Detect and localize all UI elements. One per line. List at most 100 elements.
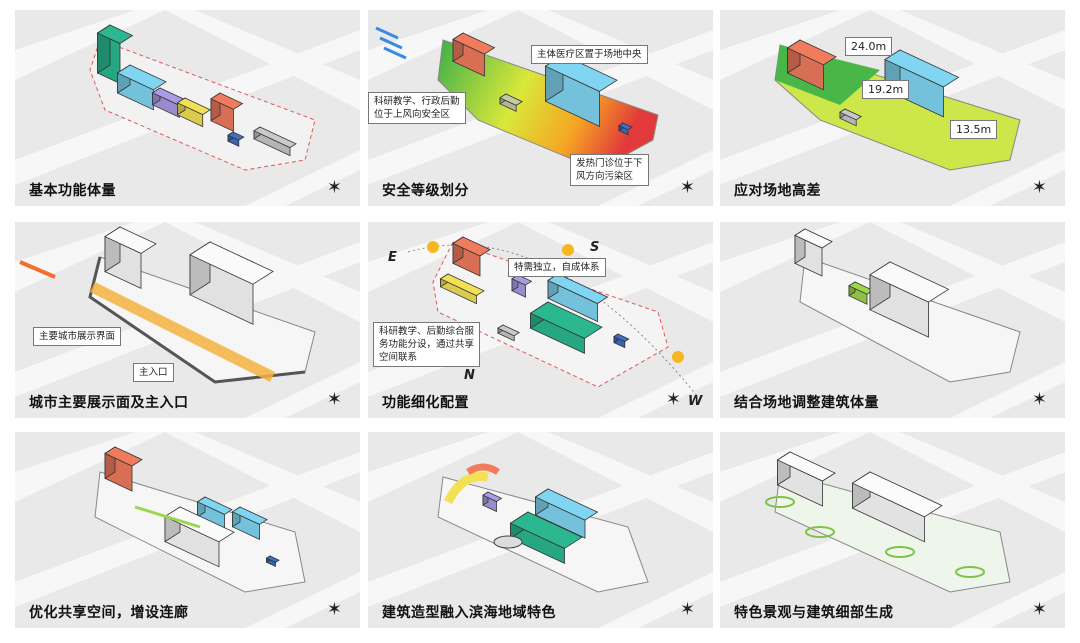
wind-arrow-icon [375, 26, 399, 40]
panel-landscape-detail: ✶ 特色景观与建筑细部生成 [720, 432, 1065, 628]
landscape-ring [765, 496, 795, 508]
medical-block-top [884, 49, 960, 88]
callout-main-entrance: 主入口 [133, 363, 174, 382]
research-block-top [786, 39, 837, 66]
road [245, 362, 360, 418]
north-arrow-icon: ✶ [326, 389, 342, 410]
north-arrow-icon: ✶ [326, 599, 342, 620]
panel-function-config: 特需独立，自成体系 科研教学、后勤综合服 务功能分设，通过共享 空间联系 E S… [368, 222, 713, 418]
inpatient-b-top [231, 506, 268, 525]
road [598, 572, 713, 628]
callout-downwind-fever: 发热门诊位于下 风方向污染区 [570, 154, 649, 186]
direction-north: N [464, 368, 475, 383]
road [245, 150, 360, 206]
road [598, 150, 713, 206]
sun-icon [562, 244, 574, 256]
road [368, 222, 518, 292]
site-boundary [774, 471, 1011, 593]
curved-block-top [466, 463, 500, 476]
clinic-block-top [96, 24, 134, 44]
road [950, 362, 1065, 418]
north-arrow-icon: ✶ [679, 599, 695, 620]
diagram-main-entrance [15, 222, 360, 418]
north-arrow-icon: ✶ [1031, 177, 1047, 198]
diagram-site-elevation [720, 10, 1065, 206]
road [870, 432, 1065, 532]
diagram-landscape-detail [720, 432, 1065, 628]
panel-main-entrance: 主要城市展示界面 主入口 ✶ 城市主要展示面及主入口 [15, 222, 360, 418]
road [950, 150, 1065, 206]
callout-city-frontage: 主要城市展示界面 [33, 327, 122, 346]
support-block-top [497, 324, 521, 337]
diagram-function-config [368, 222, 713, 418]
north-arrow-icon: ✶ [665, 389, 681, 410]
inpatient-block-top [534, 488, 599, 521]
block-a-top [794, 228, 833, 249]
research-block-top [452, 32, 496, 55]
road [15, 10, 165, 80]
diagram-coastal-form [368, 432, 713, 628]
admin-block-top [210, 92, 244, 110]
north-arrow-icon: ✶ [1031, 389, 1047, 410]
inpatient-block-top [547, 273, 609, 304]
research-block-top [104, 446, 143, 467]
frontage-arrow [90, 282, 275, 382]
fever-block-top [613, 333, 630, 343]
curved-block [443, 471, 489, 505]
landscape-ring [805, 526, 835, 538]
wind-arrow-icon [379, 36, 403, 50]
block-a-top [104, 226, 157, 254]
road [245, 572, 360, 628]
road [165, 432, 360, 532]
direction-west: W [688, 394, 703, 409]
diagram-basic-volumes [15, 10, 360, 206]
panel-title: 特色景观与建筑细部生成 [734, 605, 894, 621]
diagram-volume-adjust [720, 222, 1065, 418]
diagram-shared-space [15, 432, 360, 628]
elevation-label: 19.2m [862, 80, 910, 99]
wind-arrow-icon [383, 46, 407, 60]
panel-title: 城市主要展示面及主入口 [29, 395, 189, 411]
clinic-block-top [164, 506, 235, 543]
clinic-block-top [529, 301, 603, 339]
elevation-label: 13.5m [950, 120, 998, 139]
support-block [493, 535, 523, 549]
support-block-top [839, 108, 863, 121]
road [518, 432, 713, 532]
panel-coastal-form: ✶ 建筑造型融入滨海地域特色 [368, 432, 713, 628]
green-block-top [848, 281, 874, 295]
inpatient-a-top [196, 496, 233, 515]
north-arrow-icon: ✶ [1031, 599, 1047, 620]
block-b-top [189, 241, 274, 285]
logistics-block-top [439, 273, 485, 297]
corridor [134, 505, 201, 529]
fever-block-top [265, 555, 280, 563]
road [598, 362, 713, 418]
block-b-top [869, 261, 950, 303]
fever-block-top [618, 122, 633, 131]
panel-title: 优化共享空间，增设连廊 [29, 605, 189, 621]
approach-arrow-icon [19, 260, 56, 279]
panel-title: 应对场地高差 [734, 183, 821, 199]
direction-south: S [590, 240, 600, 255]
elevation-label: 24.0m [845, 37, 893, 56]
road [368, 432, 518, 502]
direction-east: E [388, 250, 397, 265]
panel-basic-volumes: ✶ 基本功能体量 [15, 10, 360, 206]
panel-title: 建筑造型融入滨海地域特色 [382, 605, 556, 621]
callout-upwind-safe: 科研教学、行政后勤 位于上风向安全区 [368, 92, 466, 124]
road [950, 572, 1065, 628]
building-a-top [776, 451, 836, 482]
research-block-top [452, 236, 491, 257]
panel-volume-adjust: ✶ 结合场地调整建筑体量 [720, 222, 1065, 418]
panel-site-elevation: 24.0m 19.2m 13.5m ✶ 应对场地高差 [720, 10, 1065, 206]
callout-medical-center: 主体医疗区置于场地中央 [531, 45, 648, 64]
panel-title: 基本功能体量 [29, 183, 116, 199]
vip-block-top [511, 274, 533, 286]
sun-icon [427, 241, 439, 253]
landscape-ring [885, 546, 915, 558]
road [165, 10, 360, 110]
fever-block-top [227, 131, 245, 141]
panel-shared-space: ✶ 优化共享空间，增设连廊 [15, 432, 360, 628]
callout-shared-space: 科研教学、后勤综合服 务功能分设，通过共享 空间联系 [373, 322, 481, 367]
